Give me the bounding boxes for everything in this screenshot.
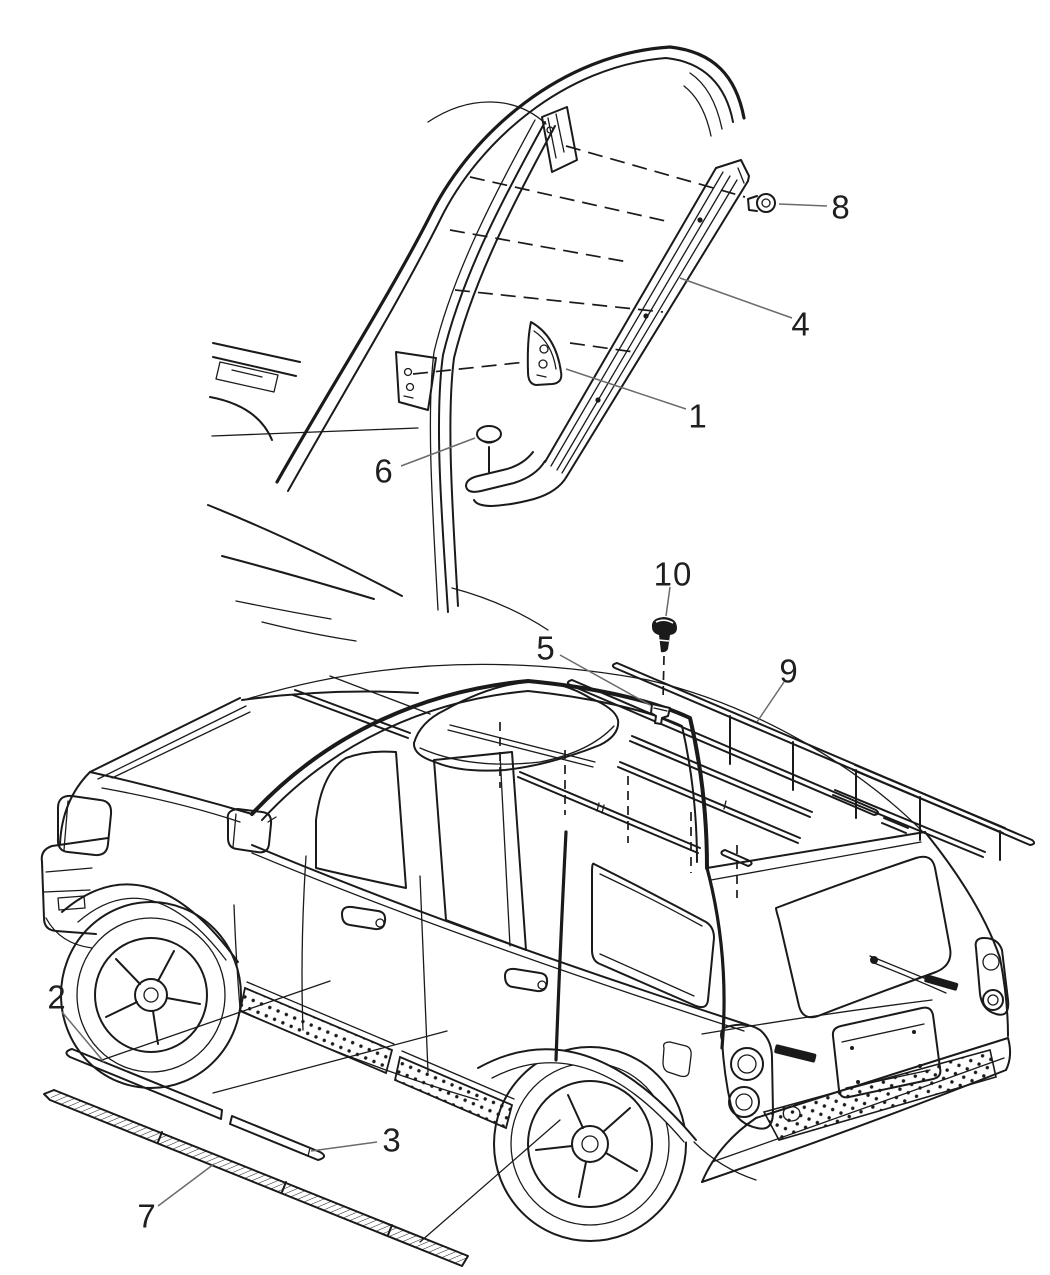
rear-wiper [869, 955, 949, 994]
leader-line-6 [400, 437, 476, 467]
part-5-roof-clip [650, 703, 671, 725]
rear-wheel [493, 1046, 687, 1242]
running-board-rear [393, 1050, 515, 1130]
rear-door-handle [504, 967, 549, 993]
liftgate-badge [774, 1044, 817, 1063]
part-4-pillar-moulding [465, 159, 750, 507]
part-6-push-pin [476, 425, 502, 473]
callout-9: 9 [779, 652, 799, 690]
part-7-sill-moulding [43, 1089, 469, 1267]
part-2-front-door-moulding [65, 1048, 223, 1120]
detail-view-door-pillar [207, 45, 828, 642]
roof-mouldings [292, 586, 1036, 898]
fuel-door [662, 1041, 692, 1078]
model-badge [924, 974, 959, 991]
leader-line-5 [559, 654, 651, 706]
callout-5: 5 [536, 629, 556, 667]
callout-6: 6 [374, 452, 394, 490]
part-1-sail-applique [526, 321, 563, 386]
leader-line-10 [665, 586, 671, 617]
tail-light-far [974, 937, 1010, 1016]
callout-2: 2 [47, 978, 67, 1016]
running-board-front [238, 981, 395, 1075]
detail-dashed-leaders [412, 145, 746, 375]
leader-line-4 [679, 277, 793, 319]
sunroof [412, 680, 620, 772]
leader-line-1 [565, 368, 687, 410]
front-bumper [40, 837, 109, 949]
front-wheel [60, 901, 242, 1089]
far-side-mirror [56, 794, 113, 857]
align-line-1 [101, 980, 331, 1061]
tail-light-near [720, 1023, 774, 1130]
leader-line-3 [310, 1141, 378, 1152]
align-line-3 [419, 1119, 561, 1243]
callout-3: 3 [382, 1121, 402, 1159]
part-10-push-pin [651, 617, 677, 653]
callout-1: 1 [688, 397, 708, 435]
roofline [250, 679, 709, 870]
part-9-roof-rail [566, 662, 1036, 861]
part-8-retainer-clip [747, 193, 776, 213]
leader-line-8 [778, 203, 828, 207]
c-pillar-gap [554, 830, 568, 1062]
front-door-gap [301, 855, 307, 1031]
side-mouldings-exploded [43, 980, 561, 1267]
door-windows [315, 750, 715, 1009]
near-side-mirror [226, 808, 277, 854]
rear-bumper [693, 1037, 1012, 1183]
align-line-2 [212, 1030, 448, 1094]
leader-line-9 [756, 681, 785, 723]
front-door-handle [341, 905, 387, 931]
leader-line-7 [157, 1163, 215, 1207]
callout-8: 8 [831, 188, 851, 226]
rear-window [775, 855, 952, 1019]
vehicle-view [40, 663, 1012, 1242]
part-3-rear-door-moulding [229, 1115, 325, 1161]
callout-7: 7 [137, 1197, 157, 1235]
b-pillar-gap [419, 875, 429, 1073]
callout-10: 10 [653, 555, 693, 593]
callout-4: 4 [791, 305, 811, 343]
leader-line-2 [61, 1011, 105, 1063]
